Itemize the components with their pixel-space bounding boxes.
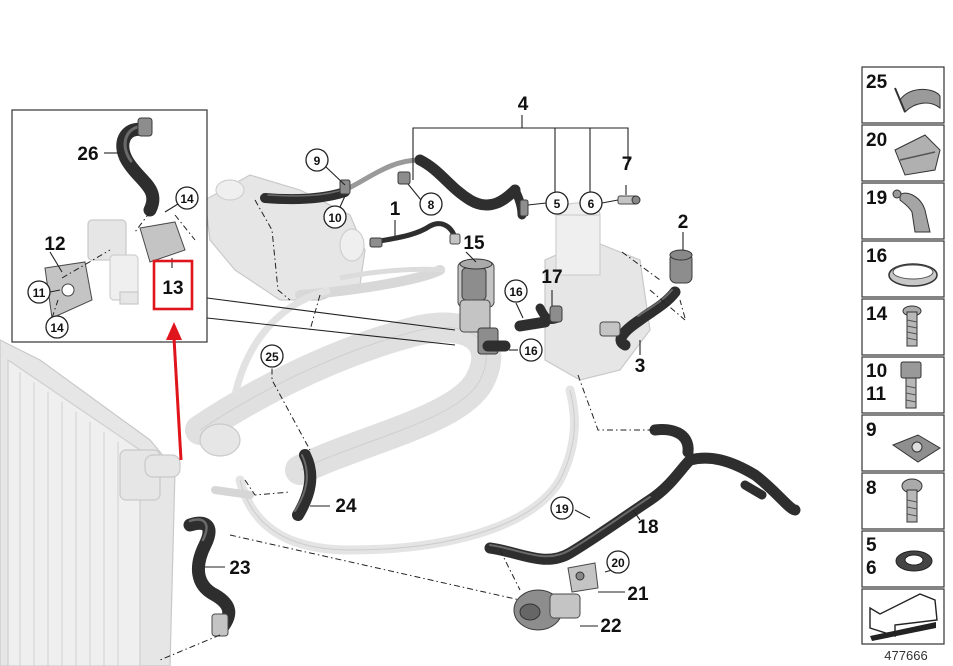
side-cell-14: 14 [861, 298, 945, 356]
svg-text:8: 8 [428, 198, 435, 212]
callout-circle-9: 9 [305, 148, 329, 172]
callout-circle-14a: 14 [175, 186, 199, 210]
callout-1: 1 [390, 199, 401, 220]
hose-2-3 [599, 232, 693, 355]
callout-circle-8: 8 [419, 192, 443, 216]
reference-number: 477666 [884, 648, 927, 663]
side-cell-25: 25 [861, 66, 945, 124]
highlight-callout-13 [152, 259, 194, 461]
svg-text:5: 5 [866, 535, 877, 556]
svg-text:19: 19 [866, 188, 887, 209]
hose-23 [159, 516, 521, 661]
hose-17 [535, 290, 563, 324]
svg-text:10: 10 [866, 361, 887, 382]
pump-22 [499, 549, 598, 631]
hose-1 [369, 220, 461, 248]
svg-text:5: 5 [554, 197, 561, 211]
callout-circle-6: 6 [579, 191, 603, 215]
svg-text:11: 11 [866, 384, 887, 405]
side-cell-10-11: 10 11 [861, 356, 945, 414]
callout-22: 22 [600, 616, 621, 637]
callout-13: 13 [162, 278, 183, 299]
callout-circle-5: 5 [545, 191, 569, 215]
svg-text:16: 16 [524, 344, 538, 358]
callout-15: 15 [463, 233, 485, 254]
callout-12: 12 [44, 234, 65, 255]
hose-16 [482, 302, 551, 352]
svg-text:20: 20 [866, 130, 887, 151]
callout-21: 21 [627, 584, 649, 605]
svg-text:9: 9 [866, 420, 877, 441]
radiator-ghost [0, 339, 181, 666]
callout-circle-16a: 16 [504, 279, 528, 303]
callout-labels: 4 7 1 2 15 17 3 24 23 18 21 22 26 12 13 … [27, 94, 689, 637]
callout-3: 3 [635, 356, 646, 377]
svg-text:6: 6 [588, 197, 595, 211]
callout-24: 24 [335, 496, 357, 517]
svg-text:11: 11 [33, 286, 46, 300]
callout-circle-11: 11 [27, 280, 51, 304]
callout-circle-25: 25 [260, 344, 284, 368]
callout-26: 26 [77, 144, 98, 165]
side-panel: 25 20 19 16 14 [861, 66, 945, 663]
side-cell-8: 8 [861, 472, 945, 530]
svg-text:14: 14 [50, 321, 64, 335]
side-cell-5-6: 5 6 [861, 530, 945, 588]
svg-text:16: 16 [866, 246, 887, 267]
callout-4: 4 [518, 94, 529, 115]
svg-text:6: 6 [866, 558, 877, 579]
hose-24 [244, 449, 330, 521]
leader-25 [254, 199, 321, 451]
svg-text:14: 14 [180, 192, 194, 206]
callout-circle-20: 20 [606, 550, 630, 574]
callout-2: 2 [678, 212, 689, 233]
svg-text:8: 8 [866, 478, 877, 499]
svg-text:25: 25 [866, 72, 888, 93]
svg-text:25: 25 [265, 350, 279, 364]
inset-box [11, 109, 456, 346]
svg-text:14: 14 [866, 304, 888, 325]
callout-7: 7 [622, 154, 633, 175]
side-cell-20: 20 [861, 124, 945, 182]
callout-23: 23 [229, 558, 250, 579]
side-cell-arrow [861, 588, 945, 645]
valve-15 [457, 251, 499, 355]
callout-circle-10: 10 [323, 205, 347, 229]
svg-text:20: 20 [611, 556, 625, 570]
callout-18: 18 [637, 517, 658, 538]
bracket-21 [567, 562, 625, 593]
callout-circle-16b: 16 [519, 338, 543, 362]
svg-text:16: 16 [509, 285, 523, 299]
callout-circle-19: 19 [550, 496, 574, 520]
callout-circle-14b: 14 [45, 315, 69, 339]
callout-17: 17 [541, 267, 562, 288]
hose-assembly-4 [260, 115, 641, 220]
side-cell-19: 19 [861, 182, 945, 240]
svg-text:19: 19 [555, 502, 569, 516]
svg-text:9: 9 [314, 154, 321, 168]
ghost-pipes [185, 265, 579, 555]
svg-text:10: 10 [328, 211, 342, 225]
side-cell-9: 9 [861, 414, 945, 472]
side-cell-16: 16 [861, 240, 945, 298]
hose-18 [484, 374, 801, 565]
